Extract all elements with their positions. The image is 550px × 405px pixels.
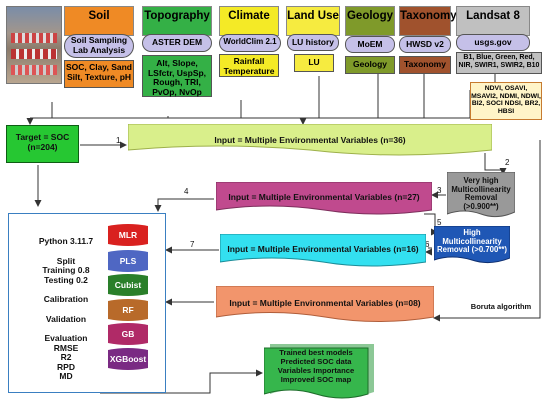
calibration-label: Calibration (43, 294, 89, 305)
step-label-3: 3 (437, 186, 442, 195)
output-trained-models: Trained best models (279, 348, 353, 357)
output-variable-importance: Variables Importance (277, 365, 355, 375)
metric-r2: R2 (60, 352, 72, 363)
very-high-label: Very high Multicollinearity Removal (>0.… (451, 176, 511, 212)
model-pls: PLS (119, 256, 137, 266)
topography-variables: Alt, Slope, LSfctr, UspSp, Rough, TRI, P… (142, 55, 212, 97)
worldclim-label: WorldClim 2.1 (219, 34, 281, 52)
very-high-box (447, 172, 515, 218)
climate-category: Climate (219, 6, 279, 36)
aster-dem-label: ASTER DEM (142, 34, 212, 52)
metric-rmse: RMSE (53, 342, 79, 353)
input27-box (216, 182, 432, 215)
soil-sampling-label: Soil Sampling Lab Analysis (64, 34, 134, 58)
geology-category: Geology (345, 6, 395, 36)
topography-category: Topography (142, 6, 212, 36)
lu-history-label: LU history (287, 34, 339, 51)
testing-ratio: Testing 0.2 (44, 274, 88, 285)
input16-label: Input = Multiple Environmental Variables… (227, 244, 419, 254)
boruta-label: Boruta algorithm (470, 302, 532, 311)
input08-label: Input = Multiple Environmental Variables… (229, 298, 421, 308)
model-badges (108, 224, 148, 370)
output-predicted-soc: Predicted SOC data (280, 356, 352, 366)
output-box (264, 344, 374, 399)
training-ratio: Training 0.8 (42, 265, 90, 276)
geology-variable: Geology (345, 56, 395, 74)
model-gb: GB (121, 329, 135, 339)
step-label-1: 1 (116, 136, 121, 145)
climate-variables: Rainfall Temperature (219, 54, 279, 77)
python-version: Python 3.11.7 (38, 236, 94, 246)
input36-label: Input = Multiple Environmental Variables… (214, 135, 406, 145)
split-label: Split (56, 255, 76, 266)
taxonomy-variable: Taxonomy (399, 56, 451, 74)
evaluation-label: Evaluation (44, 333, 88, 344)
model-xgboost: XGBoost (109, 354, 147, 364)
landsat-bands: B1, Blue, Green, Red, NIR, SWIR1, SWIR2,… (456, 52, 542, 74)
input16-box (220, 234, 426, 267)
metric-rpd: RPD (57, 361, 75, 372)
landsat-category: Landsat 8 (456, 6, 530, 36)
moem-label: MoEM (345, 36, 395, 53)
metric-md: MD (59, 371, 73, 382)
step-label-7: 7 (190, 240, 195, 249)
input36-box (128, 124, 492, 156)
step-label-2: 2 (505, 158, 510, 167)
output-list: Trained best models Predicted SOC data V… (264, 348, 368, 385)
input08-box (216, 286, 434, 322)
model-mlr: MLR (118, 230, 138, 240)
output-soc-map: Improved SOC map (280, 374, 352, 384)
model-rf: RF (122, 305, 134, 315)
soil-photo (6, 6, 62, 84)
step-label-6: 6 (425, 240, 430, 249)
spectral-indices: NDVI, OSAVI, MSAVI2, NDMI, NDWI, BI2, SO… (470, 82, 542, 120)
target-box: Target = SOC (n=204) (6, 125, 79, 163)
usgs-label: usgs.gov (456, 34, 530, 51)
soil-variables: SOC, Clay, Sand Silt, Texture, pH (64, 60, 134, 88)
hwsd-label: HWSD v2 (399, 36, 451, 53)
high-removal-box (434, 226, 510, 264)
validation-label: Validation (45, 313, 87, 324)
step-label-5: 5 (437, 218, 442, 227)
soil-category: Soil (64, 6, 134, 36)
step-label-4: 4 (184, 187, 189, 196)
taxonomy-category: Taxonomy (399, 6, 457, 36)
lu-variable: LU (294, 54, 334, 72)
input27-label: Input = Multiple Environmental Variables… (228, 192, 420, 202)
process-steps: Python 3.11.7 Split Training 0.8 Testing… (28, 236, 104, 382)
high-removal-label: High Multicollinearity Removal (>0.700**… (437, 228, 507, 255)
land-use-category: Land Use (286, 6, 340, 36)
model-cubist: Cubist (114, 280, 142, 290)
